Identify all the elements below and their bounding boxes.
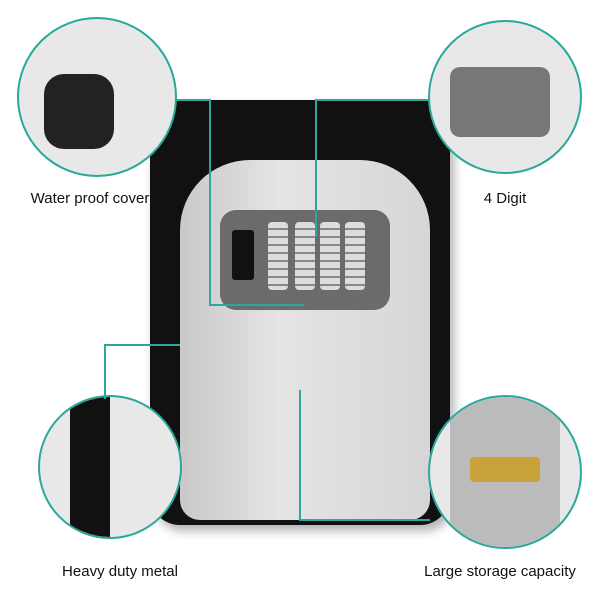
label-water-proof-cover: Water proof cover: [30, 190, 150, 207]
combination-dial: [295, 222, 315, 290]
metal-detail-image: [38, 395, 182, 539]
connector-line: [315, 99, 429, 101]
digit-detail-image: [428, 20, 582, 174]
connector-line: [104, 344, 180, 346]
release-button: [232, 230, 254, 280]
storage-detail-image: [428, 395, 582, 549]
connector-line: [209, 304, 304, 306]
label-large-storage-capacity: Large storage capacity: [424, 563, 576, 580]
label-4-digit: 4 Digit: [483, 190, 527, 207]
connector-line: [175, 99, 211, 101]
connector-line: [104, 344, 106, 399]
connector-line: [209, 99, 211, 306]
cover-detail-image: [17, 17, 177, 177]
connector-line: [299, 390, 301, 521]
combination-dial: [268, 222, 288, 290]
combination-dial: [320, 222, 340, 290]
combination-dial: [345, 222, 365, 290]
label-heavy-duty-metal: Heavy duty metal: [62, 563, 178, 580]
connector-line: [315, 99, 317, 237]
connector-line: [299, 519, 430, 521]
